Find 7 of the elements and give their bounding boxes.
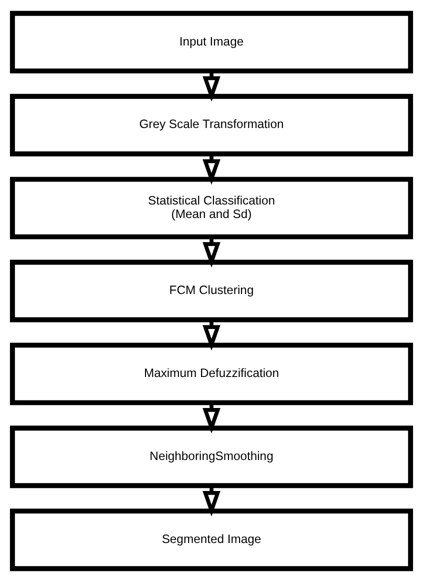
node-box: Input Image bbox=[10, 10, 414, 73]
node-box: Segmented Image bbox=[10, 508, 414, 571]
node-box: FCM Clustering bbox=[10, 259, 414, 322]
node-box: Statistical Classification (Mean and Sd) bbox=[10, 176, 414, 239]
node-box: NeighboringSmoothing bbox=[10, 425, 414, 488]
node-box: Grey Scale Transformation bbox=[10, 93, 414, 156]
node-box: Maximum Defuzzification bbox=[10, 342, 414, 405]
